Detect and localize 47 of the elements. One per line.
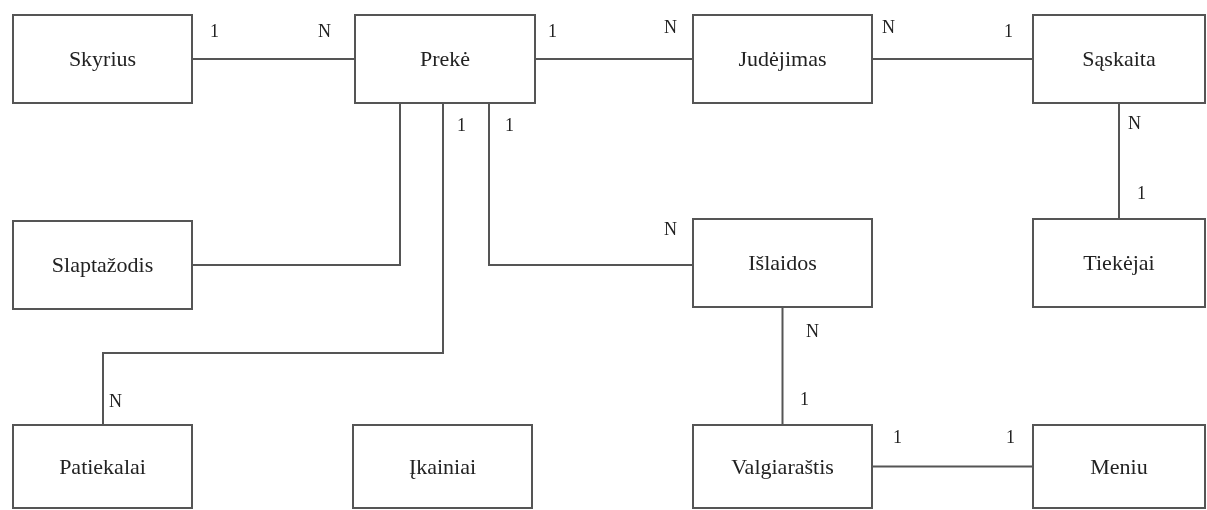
cardinality-label: 1	[893, 428, 902, 446]
entity-box	[1032, 218, 1206, 308]
entity-name: Išlaidos	[748, 249, 817, 277]
relationship-line	[192, 58, 355, 60]
cardinality-label: 1	[1137, 184, 1146, 202]
entity-name: Judėjimas	[738, 45, 827, 73]
entity-name: Valgiaraštis	[731, 452, 834, 481]
entity-name: Sąskaita	[1082, 45, 1156, 73]
entity-name: Skyrius	[68, 45, 137, 73]
entity-box	[354, 14, 536, 104]
relationship-line	[1118, 103, 1120, 219]
relationship-line	[872, 465, 1033, 468]
cardinality-label: N	[1128, 114, 1141, 132]
entity-name: Prekė	[419, 45, 471, 73]
entity-box	[12, 424, 193, 509]
cardinality-label: 1	[800, 390, 809, 408]
entity-name: Patiekalai	[59, 452, 146, 481]
cardinality-label: 1	[548, 22, 557, 40]
entity-name: Slaptažodis	[51, 251, 154, 279]
entity-name: Meniu	[1090, 452, 1148, 481]
cardinality-label: N	[882, 18, 895, 36]
cardinality-label: N	[109, 392, 122, 410]
entity-box	[692, 424, 873, 509]
cardinality-label: N	[664, 220, 677, 238]
cardinality-label: N	[318, 22, 331, 40]
entity-name: Tiekėjai	[1083, 249, 1155, 277]
cardinality-label: N	[664, 18, 677, 36]
cardinality-label: N	[806, 322, 819, 340]
relationship-line	[535, 58, 693, 60]
relationship-line	[781, 307, 784, 425]
cardinality-label: 1	[457, 116, 466, 134]
cardinality-label: 1	[1006, 428, 1015, 446]
relationship-line	[488, 103, 693, 266]
cardinality-label: 1	[210, 22, 219, 40]
entity-box	[12, 14, 193, 104]
relationship-line	[872, 58, 1033, 60]
cardinality-label: 1	[1004, 22, 1013, 40]
relationship-line	[102, 103, 444, 425]
entity-name: Įkainiai	[408, 452, 477, 481]
entity-box	[1032, 424, 1206, 509]
cardinality-label: 1	[505, 116, 514, 134]
relationship-line	[192, 103, 401, 266]
entity-box	[352, 424, 533, 509]
entity-box	[12, 220, 193, 310]
entity-box	[692, 218, 873, 308]
entity-box	[692, 14, 873, 104]
entity-box	[1032, 14, 1206, 104]
